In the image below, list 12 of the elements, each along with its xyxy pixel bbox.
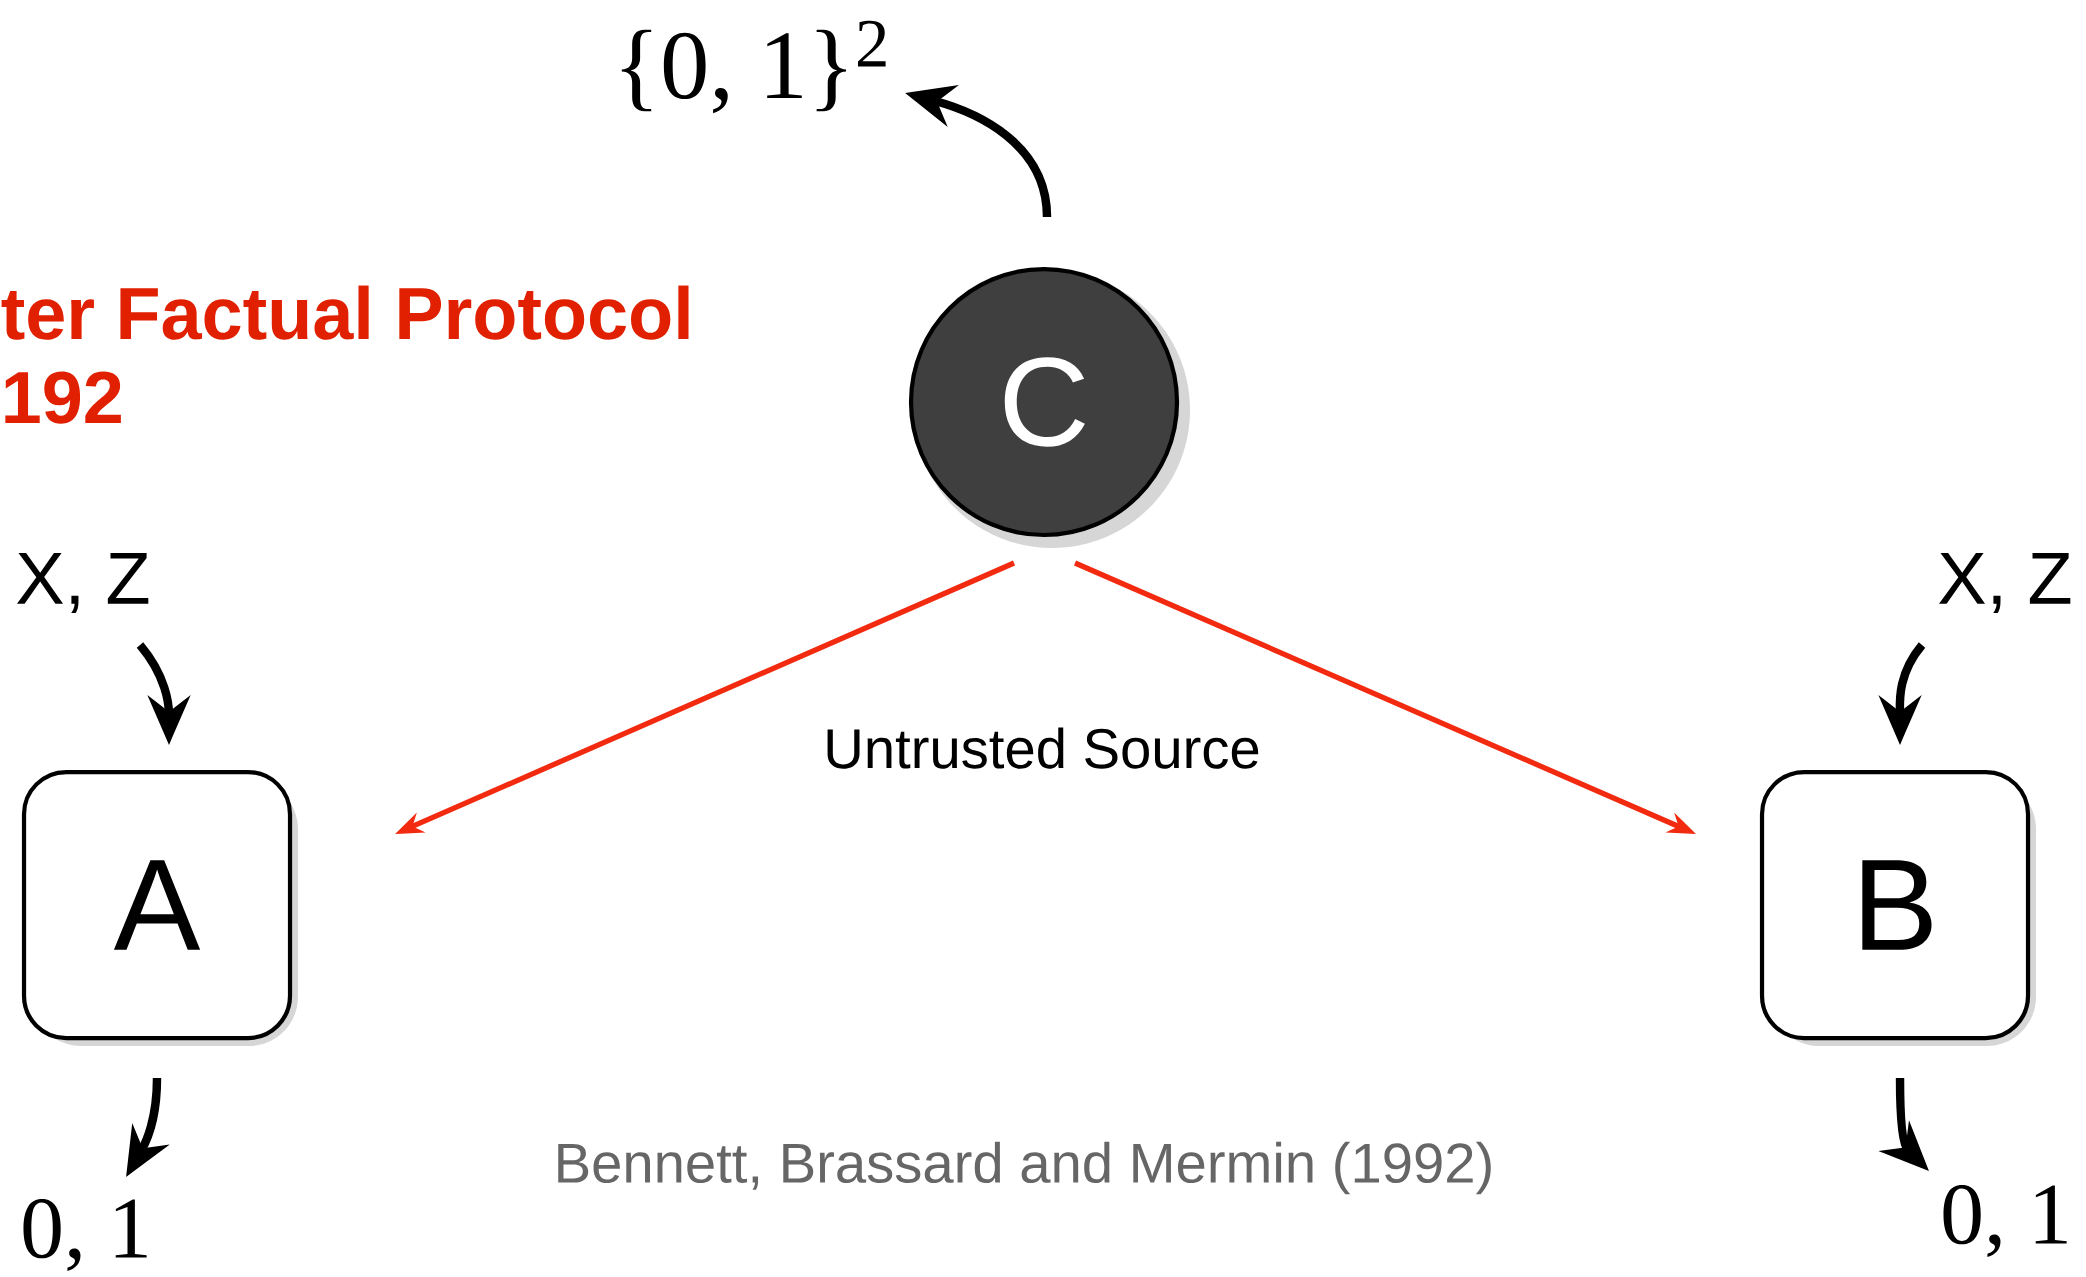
rounded-box: A (21, 769, 298, 1046)
title: 192 (5, 371, 121, 424)
rounded-box: B (1759, 769, 2037, 1046)
source-label: Untrusted Source (827, 727, 1259, 769)
output-label: 0, 1 (23, 1199, 147, 1271)
output-label: 0, 1 (1943, 1185, 2067, 1257)
circle-node: C (908, 266, 1190, 548)
citation: Bennett, Brassard and Mermin (1992) (558, 1141, 1491, 1195)
title: ter Factual Protocol (1, 285, 689, 340)
input-label: X, Z (17, 552, 149, 614)
output-label: {0, 1}$^{2}$ (621, 20, 886, 114)
input-label: X, Z (1939, 552, 2071, 614)
